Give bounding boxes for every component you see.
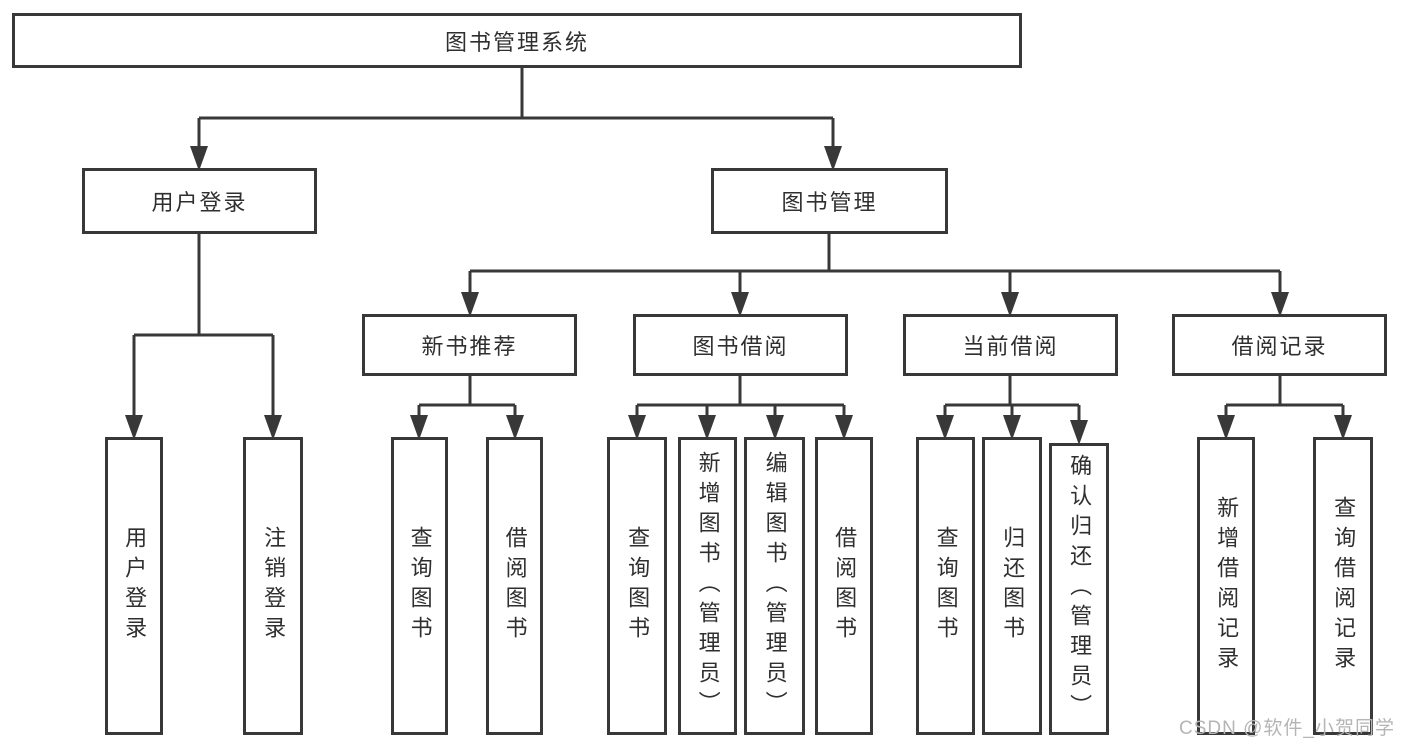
node-bb-add-book: 新增图书（管理员） [678, 437, 737, 735]
node-cb-query-book-label: 查询图书 [933, 526, 959, 646]
node-current-borrow: 当前借阅 [903, 314, 1118, 376]
node-cb-confirm-return-label: 确认归还（管理员） [1067, 454, 1093, 724]
node-bb-add-book-label: 新增图书（管理员） [695, 451, 721, 721]
node-book-management-label: 图书管理 [781, 190, 878, 215]
arrowheads [125, 146, 1352, 445]
connector-root-to-level1 [197, 68, 835, 150]
node-nb-query-book: 查询图书 [391, 437, 448, 735]
node-book-borrow: 图书借阅 [633, 314, 848, 376]
connector-user-login-to-leaves [132, 234, 275, 418]
node-cb-confirm-return: 确认归还（管理员） [1049, 443, 1109, 735]
node-bb-query-book-label: 查询图书 [625, 526, 651, 646]
node-bb-query-book: 查询图书 [607, 437, 667, 735]
node-new-book-recommend: 新书推荐 [362, 314, 577, 376]
csdn-watermark: CSDN @软件_小贺同学 [1179, 718, 1395, 739]
connector-new-book-to-leaves [417, 376, 517, 418]
node-user-login-leaf-label: 用户登录 [122, 526, 148, 646]
node-bb-edit-book-label: 编辑图书（管理员） [762, 451, 788, 721]
node-cb-return-book-label: 归还图书 [1000, 526, 1026, 646]
node-bb-borrow-book: 借阅图书 [815, 437, 873, 735]
node-logout-leaf-label: 注销登录 [261, 526, 287, 646]
node-bb-borrow-book-label: 借阅图书 [832, 526, 858, 646]
node-current-borrow-label: 当前借阅 [962, 334, 1059, 359]
node-new-book-recommend-label: 新书推荐 [421, 334, 518, 359]
node-br-add-record: 新增借阅记录 [1197, 437, 1255, 735]
node-br-query-record-label: 查询借阅记录 [1331, 496, 1357, 676]
node-book-borrow-label: 图书借阅 [692, 334, 789, 359]
node-book-management: 图书管理 [711, 168, 948, 234]
node-borrow-records: 借阅记录 [1172, 314, 1387, 376]
node-logout-leaf: 注销登录 [243, 437, 303, 735]
node-user-login-label: 用户登录 [151, 190, 248, 215]
node-bb-edit-book: 编辑图书（管理员） [744, 437, 805, 735]
connector-book-borrow-to-leaves [635, 376, 846, 418]
node-nb-borrow-book: 借阅图书 [486, 437, 543, 735]
node-user-login-leaf: 用户登录 [105, 437, 163, 735]
connector-borrow-records-to-leaves [1224, 376, 1345, 418]
node-root: 图书管理系统 [12, 13, 1022, 68]
node-cb-return-book: 归还图书 [982, 437, 1042, 735]
node-cb-query-book: 查询图书 [916, 437, 975, 735]
node-root-label: 图书管理系统 [444, 29, 589, 55]
connector-current-borrow-to-leaves [943, 376, 1081, 421]
node-nb-query-book-label: 查询图书 [407, 526, 433, 646]
node-borrow-records-label: 借阅记录 [1231, 334, 1328, 359]
node-nb-borrow-book-label: 借阅图书 [502, 526, 528, 646]
connector-book-management-to-modules [468, 234, 1282, 295]
node-br-query-record: 查询借阅记录 [1313, 437, 1373, 735]
node-br-add-record-label: 新增借阅记录 [1214, 496, 1240, 676]
node-user-login: 用户登录 [82, 168, 317, 234]
